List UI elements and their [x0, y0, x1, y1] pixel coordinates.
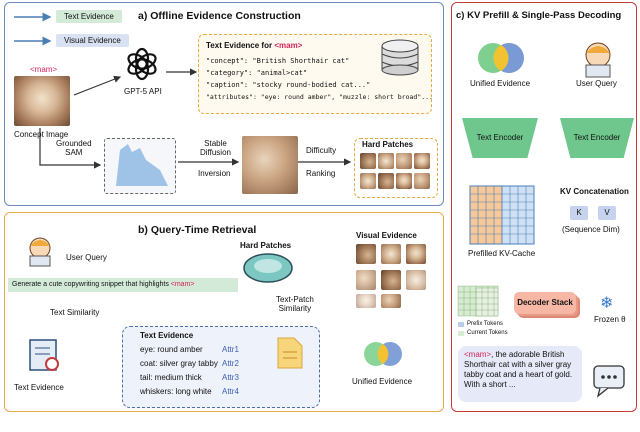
evidence-line-category: "category": "animal>cat"	[206, 69, 308, 77]
attr-tag-1: Attr1	[222, 345, 239, 354]
visual-patch-1	[356, 244, 376, 264]
visual-patch-2	[381, 244, 401, 264]
query-text-box: Generate a cute copywriting snippet that…	[8, 278, 238, 292]
text-evidence-header-tag: <mam>	[274, 41, 303, 50]
visual-evidence-label: Visual Evidence	[356, 231, 417, 240]
attr-line-1: eye: round amber	[140, 345, 203, 354]
visual-patch-7	[356, 294, 376, 308]
decoder-stack: Decoder Stack	[514, 292, 576, 314]
panel-b-title: b) Query-Time Retrieval	[138, 224, 257, 236]
snowflake-icon: ❄	[600, 295, 614, 312]
kv-concat-label: KV Concatenation	[560, 187, 629, 196]
unified-evidence-c-label: Unified Evidence	[470, 79, 531, 88]
panel-c-title: c) KV Prefill & Single-Pass Decoding	[456, 10, 622, 21]
seq-dim-label: (Sequence Dim)	[562, 225, 620, 234]
query-text: Generate a cute copywriting snippet that…	[12, 281, 171, 288]
ranking-label: Ranking	[306, 169, 336, 178]
text-encoder-2: Text Encoder	[560, 118, 634, 158]
attr-line-3: tail: medium thick	[140, 373, 202, 382]
hard-patch-1	[360, 153, 376, 169]
hard-patch-3	[396, 153, 412, 169]
stable-diffusion-label: Stable Diffusion	[200, 139, 231, 157]
query-tag: <mam>	[170, 281, 195, 288]
inversion-label: Inversion	[198, 169, 231, 178]
hard-patch-8	[414, 173, 430, 189]
output-text: , the adorable British Shorthair cat wit…	[464, 350, 573, 389]
legend-visual-evidence: Visual Evidence	[56, 34, 129, 47]
text-patch-similarity-label: Text-Patch Similarity	[276, 295, 314, 313]
text-evidence-label: Text Evidence	[14, 383, 64, 392]
k-token: K	[570, 206, 588, 220]
attr-line-2: coat: silver gray tabby	[140, 359, 218, 368]
evidence-line-concept: "concept": "British Shorthair cat"	[206, 57, 350, 65]
visual-patch-5	[381, 270, 401, 290]
gpt-api-label: GPT-5 API	[124, 87, 162, 96]
visual-patch-4	[356, 270, 376, 290]
attr-tag-2: Attr2	[222, 359, 239, 368]
text-encoder-1: Text Encoder	[462, 118, 538, 158]
evidence-line-caption: "caption": "stocky round-bodied cat..."	[206, 81, 371, 89]
hard-patch-4	[414, 153, 430, 169]
inverted-cat-image	[242, 136, 298, 194]
visual-patch-8	[381, 294, 401, 308]
unified-evidence-b-label: Unified Evidence	[352, 377, 413, 386]
hard-patch-5	[360, 173, 376, 189]
current-tokens-label: Current Tokens	[467, 330, 508, 336]
concept-cat-image	[14, 76, 70, 126]
text-evidence-header: Text Evidence for <mam>	[206, 41, 303, 51]
difficulty-label: Difficulty	[306, 146, 337, 155]
v-token: V	[598, 206, 616, 220]
attr-tag-3: Attr3	[222, 373, 239, 382]
retrieved-evidence-title: Text Evidence	[140, 331, 194, 340]
attr-line-4: whiskers: long white	[140, 387, 212, 396]
evidence-line-attributes: "attributes": "eye: round amber", "muzzl…	[206, 93, 433, 101]
frozen-label: Frozen θ	[594, 315, 626, 324]
concept-mam-tag: <mam>	[30, 65, 58, 74]
concept-image-label: Concept Image	[14, 130, 69, 139]
hard-patches-label: Hard Patches	[362, 140, 414, 149]
user-query-label: User Query	[66, 253, 107, 262]
text-similarity-label: Text Similarity	[50, 308, 100, 317]
hard-patch-7	[396, 173, 412, 189]
visual-patch-3	[406, 244, 426, 264]
prefix-tokens-label: Prefix Tokens	[467, 321, 503, 327]
user-query-c-label: User Query	[576, 79, 617, 88]
text-evidence-header-label: Text Evidence for	[206, 41, 275, 50]
hard-patch-6	[378, 173, 394, 189]
output-tag: <mam>	[464, 350, 492, 359]
hard-patch-2	[378, 153, 394, 169]
legend-text-evidence: Text Evidence	[56, 10, 122, 23]
attr-tag-4: Attr4	[222, 387, 239, 396]
prefilled-kv-label: Prefilled KV-Cache	[468, 249, 536, 258]
panel-a-title: a) Offline Evidence Construction	[138, 10, 301, 22]
visual-patch-6	[406, 270, 426, 290]
grounded-sam-label: Grounded SAM	[56, 139, 92, 157]
output-box: <mam>, the adorable British Shorthair ca…	[458, 346, 582, 402]
hard-patches-b-label: Hard Patches	[240, 241, 292, 250]
